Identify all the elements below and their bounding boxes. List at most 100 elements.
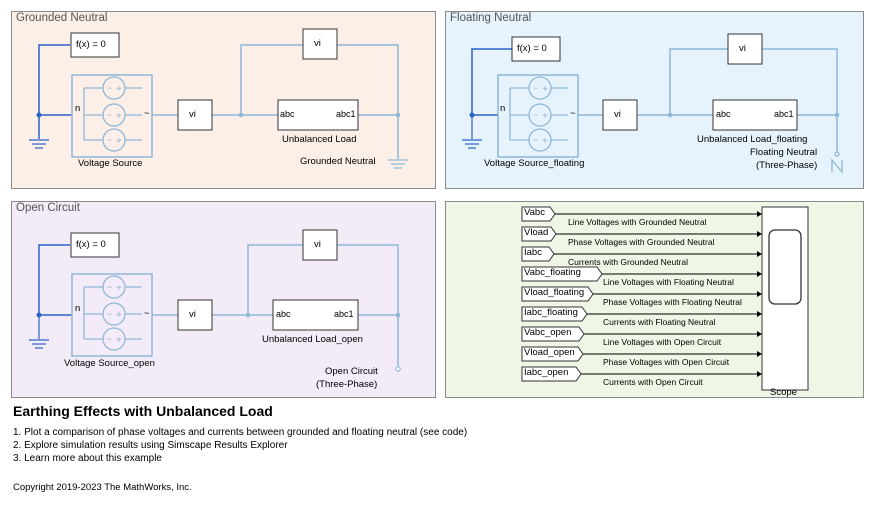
goto-tag-4[interactable] bbox=[521, 286, 594, 302]
svg-text:−: − bbox=[107, 135, 112, 145]
signal-description: Line Voltages with Floating Neutral bbox=[603, 277, 734, 287]
diagram-canvas: −+ −+ −+ bbox=[29, 28, 408, 169]
area-title: Floating Neutral bbox=[450, 12, 532, 24]
svg-text:+: + bbox=[116, 335, 122, 346]
voltage-source-label: Voltage Source_floating bbox=[484, 158, 585, 169]
svg-text:−: − bbox=[107, 83, 112, 93]
goto-tag-3[interactable] bbox=[521, 266, 603, 282]
vi-block-top[interactable]: vi bbox=[739, 43, 746, 54]
vi-block-top[interactable]: vi bbox=[314, 239, 321, 250]
unbalanced-load-label: Unbalanced Load bbox=[282, 134, 357, 145]
signal-arrow-7 bbox=[757, 351, 762, 357]
svg-text:−: − bbox=[107, 110, 112, 120]
area-grounded-neutral: Grounded Neutral −+ −+ −+ bbox=[11, 11, 436, 189]
unbalanced-load-label: Unbalanced Load_open bbox=[262, 334, 363, 345]
goto-tag-label[interactable]: Vabc bbox=[524, 207, 545, 218]
goto-tag-6[interactable] bbox=[521, 326, 585, 342]
scope-canvas bbox=[521, 206, 809, 391]
goto-tag-5[interactable] bbox=[521, 306, 588, 322]
load-port-out: abc1 bbox=[334, 309, 354, 319]
n-port-label: n bbox=[75, 103, 81, 114]
fx-block[interactable]: f(x) = 0 bbox=[76, 239, 106, 250]
svg-text:+: + bbox=[542, 84, 548, 95]
svg-text:+: + bbox=[116, 111, 122, 122]
goto-tag-label[interactable]: Iabc_open bbox=[524, 367, 569, 378]
ac-symbol: ~ bbox=[144, 108, 150, 119]
goto-tag-1[interactable] bbox=[521, 226, 557, 242]
link-results-explorer[interactable]: 2. Explore simulation results using Sims… bbox=[13, 440, 288, 451]
signal-arrow-1 bbox=[757, 231, 762, 237]
n-port-label: n bbox=[75, 303, 81, 314]
goto-tag-label[interactable]: Iabc bbox=[524, 247, 542, 258]
link-plot-comparison[interactable]: 1. Plot a comparison of phase voltages a… bbox=[13, 427, 468, 438]
signal-description: Line Voltages with Open Circuit bbox=[603, 337, 722, 347]
svg-text:+: + bbox=[116, 283, 122, 294]
svg-text:+: + bbox=[116, 136, 122, 147]
vi-block-mid[interactable]: vi bbox=[189, 309, 196, 320]
grounded-neutral-label: Grounded Neutral bbox=[300, 156, 376, 167]
ac-symbol: ~ bbox=[570, 108, 576, 119]
load-port-in: abc bbox=[716, 109, 731, 119]
goto-tag-2[interactable] bbox=[521, 246, 555, 262]
voltage-source-label: Voltage Source_open bbox=[64, 358, 155, 369]
open-circuit-sublabel: (Three-Phase) bbox=[316, 379, 378, 390]
fx-block[interactable]: f(x) = 0 bbox=[517, 43, 547, 54]
voltage-source-label: Voltage Source bbox=[78, 158, 143, 169]
load-port-in: abc bbox=[280, 109, 295, 119]
load-port-in: abc bbox=[276, 309, 291, 319]
load-port-out: abc1 bbox=[774, 109, 794, 119]
signal-description: Phase Voltages with Grounded Neutral bbox=[568, 237, 715, 247]
goto-tag-label[interactable]: Vabc_open bbox=[524, 327, 572, 338]
area-title: Grounded Neutral bbox=[16, 12, 108, 24]
vi-block-top[interactable]: vi bbox=[314, 38, 321, 49]
signal-description: Phase Voltages with Open Circuit bbox=[603, 357, 730, 367]
svg-text:−: − bbox=[107, 309, 112, 319]
goto-tag-label[interactable]: Vload bbox=[524, 227, 549, 238]
signal-description: Phase Voltages with Floating Neutral bbox=[603, 297, 742, 307]
svg-text:+: + bbox=[116, 84, 122, 95]
link-learn-more[interactable]: 3. Learn more about this example bbox=[13, 453, 162, 464]
svg-text:−: − bbox=[107, 334, 112, 344]
load-port-out: abc1 bbox=[336, 109, 356, 119]
svg-text:+: + bbox=[116, 310, 122, 321]
svg-text:−: − bbox=[533, 110, 538, 120]
signal-arrow-6 bbox=[757, 331, 762, 337]
open-circuit-label: Open Circuit bbox=[325, 366, 378, 377]
signal-arrow-0 bbox=[757, 211, 762, 217]
goto-tag-label[interactable]: Vload_open bbox=[524, 347, 575, 358]
fx-block[interactable]: f(x) = 0 bbox=[76, 39, 106, 50]
floating-neutral-label: Floating Neutral bbox=[750, 147, 818, 158]
goto-tag-label[interactable]: Vabc_floating bbox=[524, 267, 581, 278]
copyright: Copyright 2019-2023 The MathWorks, Inc. bbox=[13, 482, 192, 493]
signal-arrow-8 bbox=[757, 371, 762, 377]
goto-tag-label[interactable]: Vload_floating bbox=[524, 287, 585, 298]
signal-arrow-3 bbox=[757, 271, 762, 277]
svg-text:−: − bbox=[107, 282, 112, 292]
signal-arrow-5 bbox=[757, 311, 762, 317]
svg-text:+: + bbox=[542, 111, 548, 122]
signal-description: Currents with Floating Neutral bbox=[603, 317, 716, 327]
vi-block-mid[interactable]: vi bbox=[189, 109, 196, 120]
signal-arrow-2 bbox=[757, 251, 762, 257]
signal-description: Currents with Grounded Neutral bbox=[568, 257, 689, 267]
svg-text:−: − bbox=[533, 135, 538, 145]
floating-neutral-sublabel: (Three-Phase) bbox=[756, 160, 818, 171]
vi-block-mid[interactable]: vi bbox=[614, 109, 621, 120]
goto-tag-0[interactable] bbox=[521, 206, 556, 222]
goto-tag-label[interactable]: Iabc_floating bbox=[524, 307, 578, 318]
page-title: Earthing Effects with Unbalanced Load bbox=[13, 403, 273, 419]
area-floating-neutral: Floating Neutral −+ −+ −+ f(x) = 0 bbox=[445, 11, 864, 189]
area-open-circuit: Open Circuit −+ −+ −+ f(x) = 0 n ~ bbox=[11, 201, 436, 398]
diagram-canvas: −+ −+ −+ bbox=[462, 33, 843, 174]
scope-label: Scope bbox=[770, 387, 797, 398]
svg-text:+: + bbox=[542, 136, 548, 147]
signal-description: Currents with Open Circuit bbox=[603, 377, 703, 387]
area-title: Open Circuit bbox=[16, 202, 80, 214]
svg-text:−: − bbox=[533, 83, 538, 93]
goto-tag-8[interactable] bbox=[521, 366, 582, 382]
n-port-label: n bbox=[500, 103, 506, 114]
ac-symbol: ~ bbox=[144, 308, 150, 319]
goto-tag-7[interactable] bbox=[521, 346, 584, 362]
signal-description: Line Voltages with Grounded Neutral bbox=[568, 217, 707, 227]
unbalanced-load-label: Unbalanced Load_floating bbox=[697, 134, 808, 145]
